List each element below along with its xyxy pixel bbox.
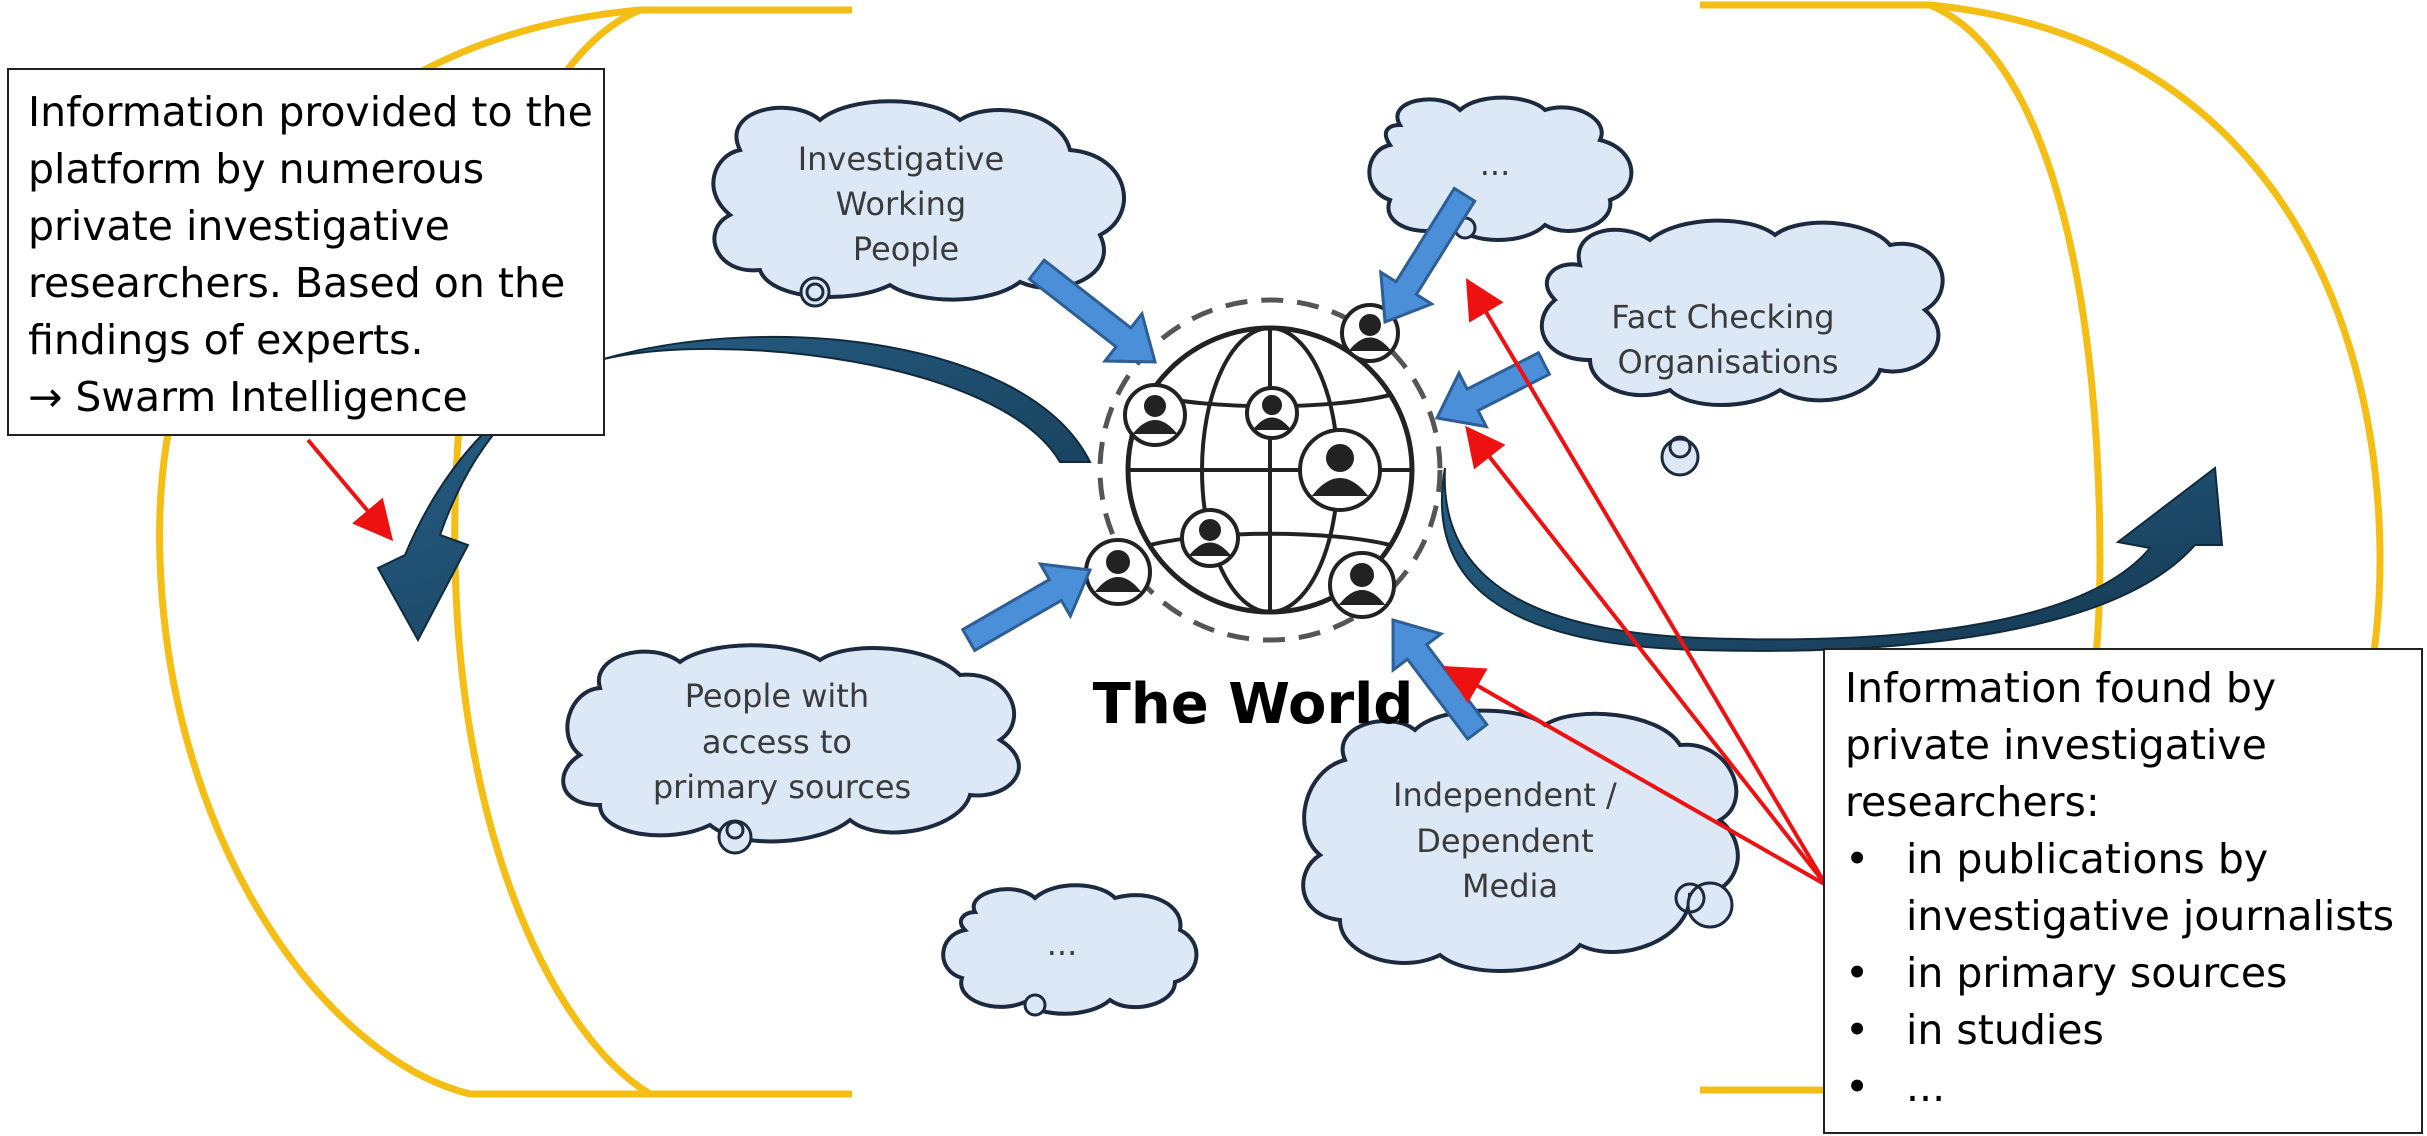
blue-arrow-from-investigative-people	[1027, 258, 1157, 364]
world-title: The World	[1093, 672, 1414, 737]
source-list-item: in studies	[1845, 1002, 2421, 1059]
cloud-text-line: Organisations	[1617, 343, 1838, 381]
red-arrows	[306, 278, 1828, 887]
blue-arrow-from-ellipsis-top	[1379, 186, 1477, 325]
blue-arrows	[960, 186, 1552, 742]
cloud-primary-sources: People with access to primary sources	[561, 643, 1021, 855]
cloud-text-line: Investigative	[798, 140, 1004, 178]
cloud-fact-checking: Fact Checking Organisations	[1539, 218, 1945, 477]
swarm-intelligence-line: → Swarm Intelligence	[28, 369, 603, 426]
cloud-text-line: Media	[1462, 867, 1558, 905]
blue-arrow-from-fact-checking	[1434, 350, 1552, 429]
cloud-ellipsis-text: ...	[1047, 925, 1078, 963]
red-arrow-to-top	[1465, 278, 1828, 887]
cloud-text-line: People	[853, 230, 959, 268]
svg-text:Investigative Working: Investigative Working People	[798, 140, 1015, 268]
cloud-investigative-working-people: Investigative Working People	[711, 99, 1126, 308]
cloud-ellipsis-bottom: ...	[941, 883, 1199, 1017]
left-box-line: platform by numerous	[28, 145, 485, 193]
cloud-text-line: access to	[702, 723, 852, 761]
blue-arrow-from-media	[1391, 618, 1489, 742]
red-arrow-to-left-curve	[306, 438, 394, 542]
svg-text:Fact Checking Organisati: Fact Checking Organisations	[1611, 298, 1844, 381]
source-list: in publications by investigative journal…	[1845, 831, 2421, 1116]
right-box-line: private investigative	[1845, 721, 2267, 769]
dark-curved-arrow-right	[1440, 466, 2224, 652]
left-info-box: Information provided to the platform by …	[7, 68, 605, 436]
dark-curved-arrow-left	[376, 335, 1092, 643]
person-icon	[1298, 428, 1382, 512]
person-icon	[1180, 508, 1240, 568]
right-info-box: Information found by private investigati…	[1823, 648, 2423, 1134]
left-box-line: researchers. Based on the	[28, 259, 566, 307]
cloud-text-line: primary sources	[653, 768, 911, 806]
right-box-line: researchers:	[1845, 778, 2100, 826]
cloud-text-line: Fact Checking	[1611, 298, 1834, 336]
cloud-ellipsis-text: ...	[1480, 145, 1511, 183]
person-icon	[1328, 551, 1396, 619]
source-list-item: in publications by investigative journal…	[1845, 831, 2421, 945]
person-icon	[1084, 538, 1152, 606]
red-arrow-to-middle	[1465, 425, 1828, 887]
source-list-item: in primary sources	[1845, 945, 2421, 1002]
svg-text:People with access to: People with access to primary sources	[653, 677, 911, 806]
source-list-item: ...	[1845, 1059, 2421, 1116]
person-icon	[1340, 303, 1400, 363]
swarm-intelligence-text: Swarm Intelligence	[75, 373, 468, 421]
person-icons	[1084, 303, 1400, 619]
right-box-line: Information found by	[1845, 664, 2277, 712]
cloud-text-line: Independent /	[1393, 776, 1617, 814]
left-box-line: Information provided to the	[28, 88, 593, 136]
cloud-text-line: Working	[836, 185, 967, 223]
red-arrow-to-bottom	[1443, 666, 1827, 887]
blue-arrow-from-primary-sources	[960, 562, 1093, 653]
left-box-line: private investigative	[28, 202, 450, 250]
svg-text:Independent / Dependent: Independent / Dependent Media	[1393, 776, 1627, 905]
person-icon	[1245, 386, 1299, 440]
cloud-text-line: Dependent	[1416, 822, 1593, 860]
person-icon	[1123, 383, 1187, 447]
left-box-line: findings of experts.	[28, 316, 424, 364]
cloud-ellipsis-top: ...	[1367, 95, 1634, 242]
cloud-media: Independent / Dependent Media	[1301, 708, 1740, 973]
cloud-text-line: People with	[685, 677, 869, 715]
right-arrow-icon: →	[28, 373, 63, 421]
